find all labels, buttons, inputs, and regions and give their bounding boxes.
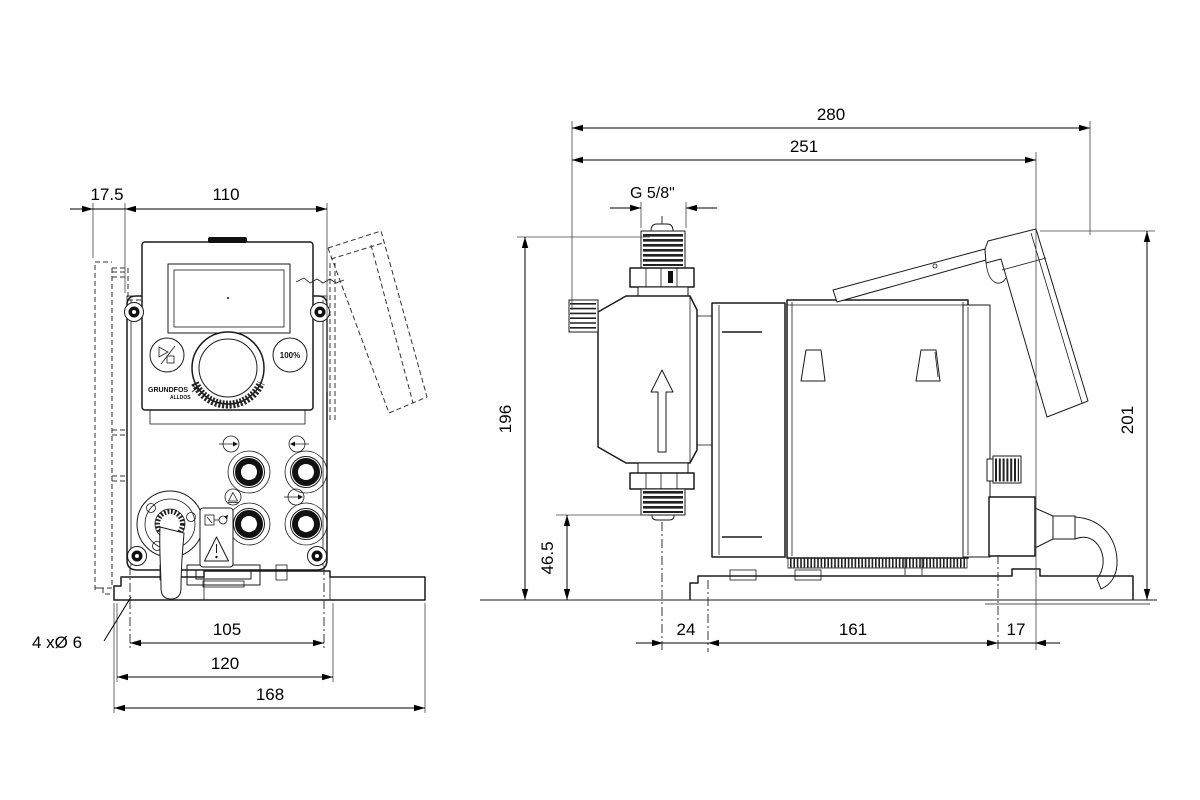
- connector-socket[interactable]: [284, 502, 328, 546]
- control-panel: 100% GRUNDFOS ALLDOS: [141, 237, 314, 425]
- dim-161: 161: [839, 620, 867, 639]
- dim-17-5: 17.5: [90, 185, 123, 204]
- union-nut: [629, 267, 695, 288]
- brand-logo: GRUNDFOS ALLDOS: [148, 384, 202, 401]
- signal-connectors: [219, 435, 328, 546]
- cable-gland-side: [988, 496, 1036, 557]
- dim-201: 201: [1118, 406, 1137, 434]
- brand-text: GRUNDFOS: [148, 387, 188, 394]
- rear-cap: [962, 304, 991, 558]
- discharge-valve: [629, 223, 695, 301]
- connector-socket[interactable]: [284, 450, 328, 494]
- signal-out-icon: [288, 435, 309, 453]
- wall-mount-slots: [800, 349, 941, 382]
- dim-280: 280: [817, 105, 845, 124]
- brand-subtext: ALLDOS: [170, 395, 191, 401]
- warning-triangle-icon: [204, 536, 229, 562]
- cable-gland: [136, 490, 204, 600]
- housing-screws: [124, 302, 330, 566]
- mounting-plate: [94, 261, 141, 595]
- adapter-flange: [697, 302, 786, 558]
- dim-17: 17: [1007, 620, 1026, 639]
- dimensions-side: 280 251 G 5/8" 196 46.5 201: [496, 105, 1155, 650]
- dim-196: 196: [496, 405, 515, 433]
- adjustment-knob[interactable]: [191, 331, 265, 409]
- dimensions-front: 17.5 110 105 120 168 4 xØ 6: [32, 185, 426, 713]
- suction-valve: [629, 462, 695, 521]
- start-stop-icon: [158, 346, 169, 358]
- electric-warning-icon: [204, 514, 228, 526]
- bus-signal-icon: [284, 488, 305, 506]
- power-connection: [986, 455, 1118, 590]
- dim-110: 110: [212, 185, 239, 204]
- base-side: [480, 555, 1157, 652]
- capacity-100-button[interactable]: 100%: [272, 337, 308, 373]
- pump-head: [568, 295, 698, 464]
- capacity-button-label: 100%: [280, 351, 300, 360]
- power-cable: [1074, 516, 1118, 590]
- deaeration-valve[interactable]: [568, 299, 599, 333]
- side-view: 280 251 G 5/8" 196 46.5 201: [480, 105, 1157, 652]
- base-front: [113, 566, 426, 650]
- dim-105: 105: [213, 620, 241, 639]
- housing: [729, 299, 991, 581]
- gland-knurl: [155, 509, 185, 539]
- break-line: [295, 277, 345, 284]
- start-stop-button[interactable]: [149, 337, 185, 373]
- stop-square-icon: [166, 355, 175, 364]
- connector-socket[interactable]: [227, 450, 271, 494]
- front-view: 100% GRUNDFOS ALLDOS: [32, 185, 428, 713]
- dim-251: 251: [790, 137, 818, 156]
- dim-120: 120: [211, 654, 239, 673]
- knurl: [191, 381, 265, 409]
- power-cable-front: [159, 526, 185, 600]
- flow-arrow-icon: [650, 369, 674, 453]
- dim-168: 168: [256, 685, 284, 704]
- open-cover-phantom: [295, 230, 428, 423]
- top-cap: [208, 237, 247, 243]
- dim-46-5: 46.5: [538, 541, 557, 574]
- gland-bolt: [146, 503, 156, 513]
- union-nut: [629, 472, 695, 490]
- connector-socket[interactable]: [227, 502, 271, 546]
- signal-in-icon: [219, 435, 240, 453]
- gland-bolt: [186, 512, 196, 522]
- dim-mounting-holes: 4 xØ 6: [32, 633, 82, 652]
- leader-line: [103, 596, 132, 642]
- clamp-rail: [787, 557, 968, 569]
- dim-24: 24: [677, 620, 696, 639]
- dim-thread: G 5/8": [630, 185, 675, 202]
- warning-label: [199, 507, 234, 568]
- level-sensor-icon: [224, 488, 242, 506]
- control-cover: [832, 228, 1089, 418]
